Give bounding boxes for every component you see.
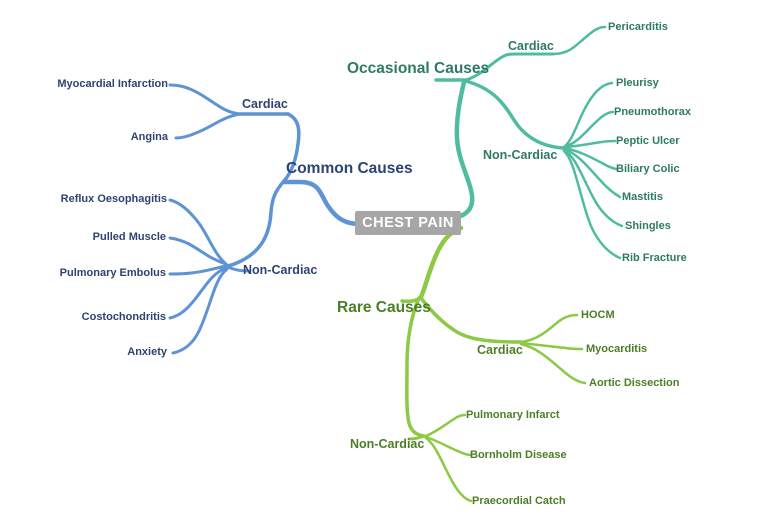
line-common-trunk: [224, 112, 301, 268]
leaf-node-biliary-colic[interactable]: Biliary Colic: [616, 163, 680, 175]
group-node-occasional-cardiac[interactable]: Cardiac: [508, 39, 554, 53]
leaf-node-hocm[interactable]: HOCM: [581, 309, 615, 321]
line-leaf-pulmonary-embolus: [168, 264, 228, 276]
group-node-occasional-non-cardiac[interactable]: Non-Cardiac: [483, 148, 558, 162]
leaf-node-pericarditis[interactable]: Pericarditis: [608, 21, 668, 33]
line-leaf-biliary-colic: [562, 146, 618, 171]
leaf-node-costochondritis[interactable]: Costochondritis: [81, 311, 166, 323]
line-leaf-shingles: [562, 148, 624, 228]
line-leaf-angina: [174, 112, 242, 140]
leaf-node-mastitis[interactable]: Mastitis: [622, 191, 663, 203]
leaf-node-rib-fracture[interactable]: Rib Fracture: [622, 252, 687, 264]
group-node-common-non-cardiac[interactable]: Non-Cardiac: [243, 263, 318, 277]
line-leaf-peptic-ulcer: [562, 139, 617, 149]
line-leaf-pulled-muscle: [168, 236, 228, 266]
leaf-node-pulmonary-infarct[interactable]: Pulmonary Infarct: [466, 409, 560, 421]
line-noncardiac-underline-green: [407, 434, 426, 441]
line-root-to-common: [281, 179, 360, 227]
leaf-node-pulled-muscle[interactable]: Pulled Muscle: [92, 231, 166, 243]
line-leaf-hocm: [519, 313, 579, 344]
line-rare-to-cardiac: [419, 296, 523, 344]
leaf-node-pneumothorax[interactable]: Pneumothorax: [614, 106, 692, 118]
root-node-chest-pain[interactable]: CHEST PAIN: [355, 211, 461, 235]
branch-node-common-causes[interactable]: Common Causes: [286, 160, 413, 177]
line-leaf-bornholm-disease: [424, 435, 473, 457]
line-leaf-pulmonary-infarct: [424, 413, 467, 438]
group-node-rare-cardiac[interactable]: Cardiac: [477, 343, 523, 357]
line-noncardiac-underline-blue: [224, 264, 251, 273]
leaf-node-shingles[interactable]: Shingles: [625, 220, 671, 232]
line-leaf-aortic-dissection: [519, 342, 587, 385]
line-leaf-reflux: [168, 198, 228, 266]
leaf-node-pulmonary-embolus[interactable]: Pulmonary Embolus: [59, 267, 166, 279]
leaf-node-reflux-oesophagitis[interactable]: Reflux Oesophagitis: [60, 193, 167, 205]
line-occasional-to-noncardiac: [464, 79, 566, 150]
line-leaf-myocarditis: [519, 341, 584, 351]
line-rare-to-noncardiac: [405, 296, 426, 438]
line-root-to-occasional: [454, 79, 475, 219]
leaf-node-angina[interactable]: Angina: [130, 131, 168, 143]
line-root-to-rare: [418, 225, 464, 300]
leaf-node-bornholm-disease[interactable]: Bornholm Disease: [470, 449, 567, 461]
leaf-node-praecordial-catch[interactable]: Praecordial Catch: [472, 495, 566, 507]
line-leaf-pleurisy: [562, 81, 614, 149]
line-leaf-myocardial-infarction: [168, 83, 242, 116]
leaf-node-anxiety[interactable]: Anxiety: [127, 346, 167, 358]
line-leaf-praecordial-catch: [424, 436, 473, 503]
line-occasional-to-cardiac: [464, 52, 555, 82]
line-leaf-anxiety: [171, 267, 229, 355]
branch-node-occasional-causes[interactable]: Occasional Causes: [347, 60, 490, 77]
line-leaf-mastitis: [562, 147, 622, 199]
leaf-node-peptic-ulcer[interactable]: Peptic Ulcer: [616, 135, 680, 147]
leaf-node-myocardial-infarction[interactable]: Myocardial Infarction: [57, 78, 168, 90]
line-leaf-pneumothorax: [562, 110, 615, 149]
leaf-node-myocarditis[interactable]: Myocarditis: [586, 343, 648, 355]
group-node-rare-non-cardiac[interactable]: Non-Cardiac: [350, 437, 425, 451]
leaf-node-pleurisy[interactable]: Pleurisy: [616, 77, 659, 89]
line-leaf-rib-fracture: [562, 149, 622, 260]
line-leaf-costochondritis: [168, 266, 228, 320]
leaf-node-aortic-dissection[interactable]: Aortic Dissection: [589, 377, 680, 389]
line-leaf-pericarditis: [551, 25, 607, 56]
branch-node-rare-causes[interactable]: Rare Causes: [337, 299, 431, 316]
group-node-common-cardiac[interactable]: Cardiac: [242, 97, 288, 111]
